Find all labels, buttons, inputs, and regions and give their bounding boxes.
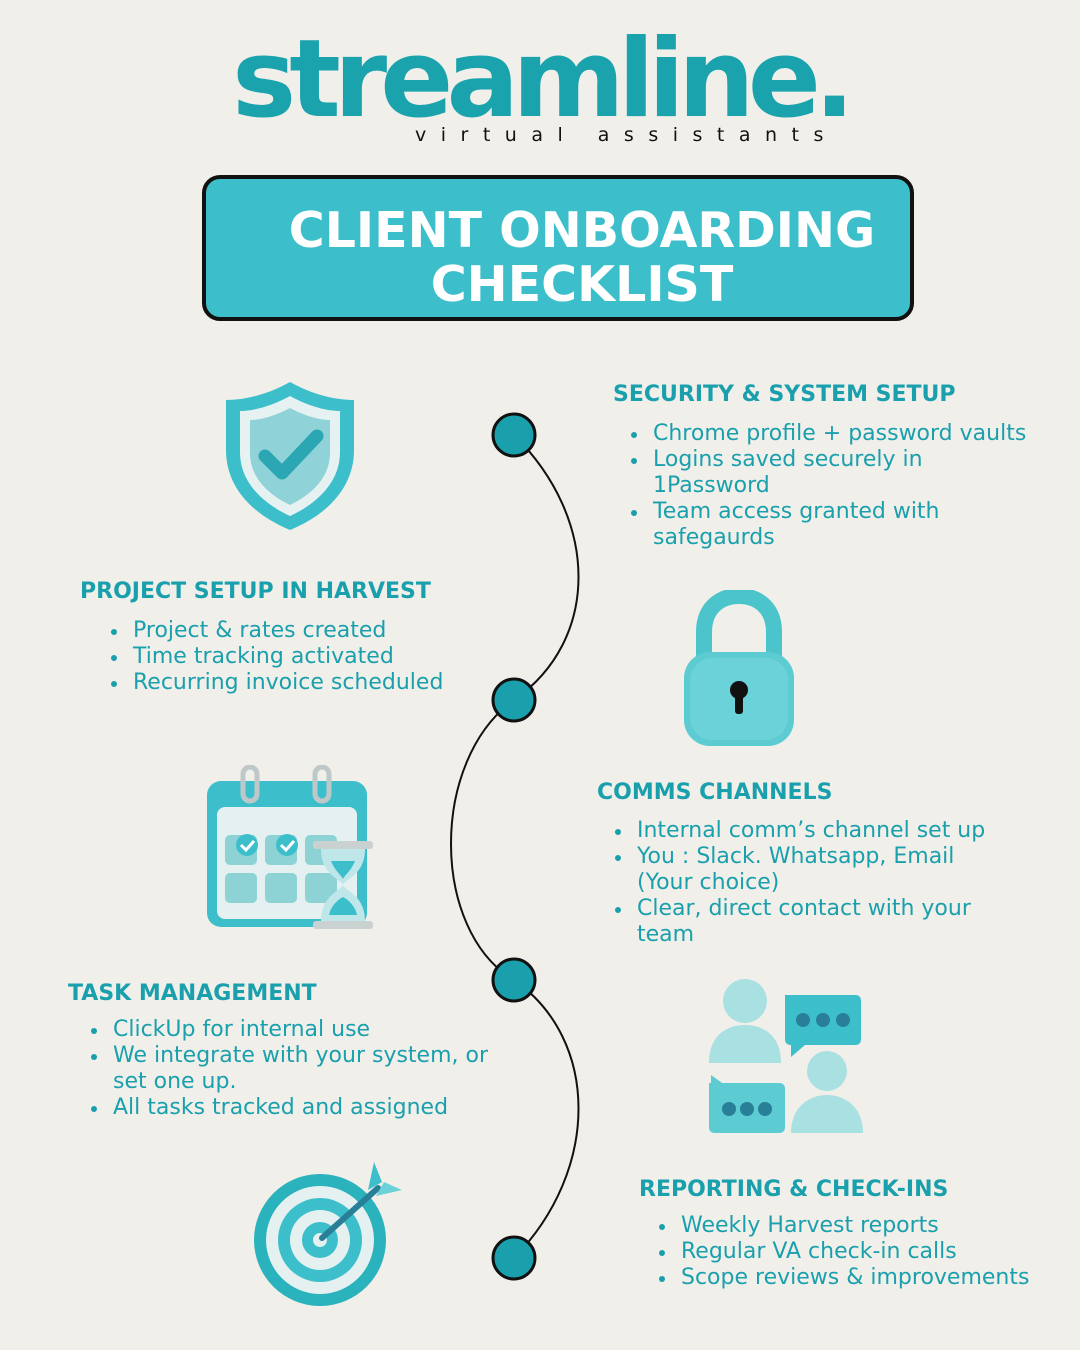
project-list: Project & rates created Time tracking ac… bbox=[109, 618, 489, 696]
chat-people-icon bbox=[709, 979, 863, 1133]
list-item: Time tracking activated bbox=[109, 644, 489, 670]
shield-check-icon bbox=[226, 382, 354, 530]
security-list: Chrome profile + password vaults Logins … bbox=[629, 421, 1049, 551]
timeline-node-2 bbox=[491, 677, 537, 723]
logo-word: streamline bbox=[231, 17, 821, 142]
section-heading-project: PROJECT SETUP IN HARVEST bbox=[80, 579, 431, 604]
target-dart-icon bbox=[254, 1162, 402, 1306]
list-item: ClickUp for internal use bbox=[89, 1017, 509, 1043]
list-item: Logins saved securely in 1Password bbox=[629, 447, 953, 499]
list-item: Clear, direct contact with your team bbox=[613, 896, 997, 948]
list-item: Regular VA check-in calls bbox=[657, 1239, 1067, 1265]
list-item: Team access granted with safegaurds bbox=[629, 499, 983, 551]
timeline-node-3 bbox=[491, 957, 537, 1003]
list-item: Internal comm’s channel set up bbox=[613, 818, 1033, 844]
title-line-1: CLIENT ONBOARDING bbox=[288, 202, 876, 259]
section-heading-comms: COMMS CHANNELS bbox=[597, 780, 833, 805]
title-banner: CLIENT ONBOARDING CHECKLIST bbox=[202, 175, 914, 321]
comms-list: Internal comm’s channel set up You : Sla… bbox=[613, 818, 1033, 948]
section-heading-security: SECURITY & SYSTEM SETUP bbox=[613, 382, 956, 407]
page-title: CLIENT ONBOARDING CHECKLIST bbox=[206, 204, 910, 312]
section-heading-reporting: REPORTING & CHECK-INS bbox=[639, 1177, 949, 1202]
list-item: Recurring invoice scheduled bbox=[109, 670, 489, 696]
list-item: Scope reviews & improvements bbox=[657, 1265, 1067, 1291]
list-item: Chrome profile + password vaults bbox=[629, 421, 1049, 447]
timeline-curve bbox=[450, 434, 580, 1259]
list-item: You : Slack. Whatsapp, Email (Your choic… bbox=[613, 844, 977, 896]
calendar-hourglass-icon bbox=[207, 765, 373, 929]
padlock-icon bbox=[684, 590, 794, 746]
section-heading-task: TASK MANAGEMENT bbox=[68, 981, 317, 1006]
timeline-node-4 bbox=[491, 1235, 537, 1281]
brand-logo: streamline. bbox=[0, 26, 1080, 134]
list-item: Project & rates created bbox=[109, 618, 489, 644]
list-item: We integrate with your system, or set on… bbox=[89, 1043, 513, 1095]
title-line-2: CHECKLIST bbox=[430, 256, 734, 313]
logo-tagline: virtual assistants bbox=[415, 124, 838, 146]
list-item: All tasks tracked and assigned bbox=[89, 1095, 509, 1121]
reporting-list: Weekly Harvest reports Regular VA check-… bbox=[657, 1213, 1067, 1291]
timeline-node-1 bbox=[491, 412, 537, 458]
list-item: Weekly Harvest reports bbox=[657, 1213, 1067, 1239]
task-list: ClickUp for internal use We integrate wi… bbox=[89, 1017, 509, 1121]
